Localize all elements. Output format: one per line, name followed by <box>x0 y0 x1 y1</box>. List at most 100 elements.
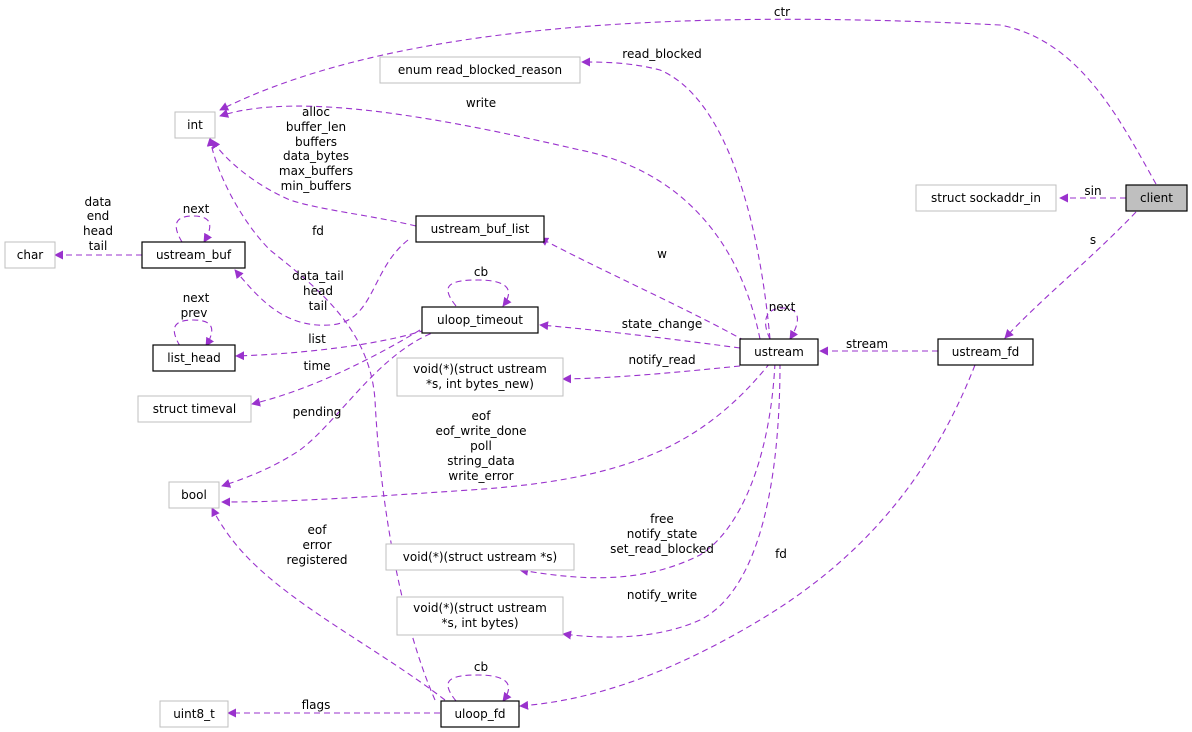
edge-label-write: write <box>466 96 496 110</box>
edge-client-ustreamfd-s <box>1004 211 1137 339</box>
edge-label-fd-eof: eof <box>308 523 328 537</box>
edge-label-data-tail: data_tail <box>292 269 344 283</box>
edge-ustream-timeout <box>539 321 741 349</box>
edge-label-w: w <box>657 247 667 261</box>
node-char-label: char <box>17 248 44 262</box>
edge-ustream-self-next <box>765 307 799 340</box>
node-notify-write-fn-line2: *s, int bytes) <box>441 616 518 630</box>
edge-label-cb-fd: cb <box>474 660 488 674</box>
edge-label-data: data <box>84 195 111 209</box>
node-ustream-fd-label: ustream_fd <box>952 345 1020 359</box>
node-uint8-t[interactable]: uint8_t <box>159 700 229 728</box>
node-client-label: client <box>1140 191 1173 205</box>
node-ustream-buf-list[interactable]: ustream_buf_list <box>415 215 545 243</box>
node-ustream-buf-label: ustream_buf <box>156 248 232 262</box>
node-notify-read-fn-line2: *s, int bytes_new) <box>426 377 534 391</box>
edge-label-fd-fd: fd <box>775 547 787 561</box>
edge-list-self <box>173 319 215 347</box>
edge-label-list-next: next <box>183 291 210 305</box>
edge-ustream-readblocked <box>581 57 771 340</box>
edge-labels: ctr sin s stream read_blocked write allo… <box>83 5 1102 712</box>
node-bool-label: bool <box>181 488 207 502</box>
edge-label-cb-timeout: cb <box>474 265 488 279</box>
edge-label-set-read-blocked: set_read_blocked <box>610 542 714 556</box>
node-sockaddr-in[interactable]: struct sockaddr_in <box>915 184 1057 212</box>
node-ustream-label: ustream <box>754 345 804 359</box>
node-uloop-fd[interactable]: uloop_fd <box>440 700 520 728</box>
node-int[interactable]: int <box>174 111 216 139</box>
node-ustream-fd[interactable]: ustream_fd <box>937 338 1034 366</box>
edge-label-pending: pending <box>293 405 342 419</box>
node-notify-write-fn-line1: void(*)(struct ustream <box>413 601 547 615</box>
edge-ustreamfd-ufd-fd <box>519 364 976 710</box>
node-ustream-buf[interactable]: ustream_buf <box>141 241 246 269</box>
node-char[interactable]: char <box>4 241 56 269</box>
node-struct-timeval-label: struct timeval <box>153 402 237 416</box>
edge-label-fd-error: error <box>302 538 331 552</box>
node-void-fn[interactable]: void(*)(struct ustream *s) <box>385 543 575 571</box>
edge-label-notify-read: notify_read <box>628 353 695 367</box>
edge-label-list: list <box>308 332 326 346</box>
node-notify-write-fn[interactable]: void(*)(struct ustream *s, int bytes) <box>396 596 564 636</box>
edge-ustream-voidfn <box>519 362 776 579</box>
edge-label-string-data: string_data <box>447 454 514 468</box>
edge-ustream-notifywrite <box>562 362 781 640</box>
edge-label-end: end <box>87 209 110 223</box>
edge-label-alloc: alloc <box>302 105 330 119</box>
edge-label-data-bytes: data_bytes <box>283 149 349 163</box>
node-bool[interactable]: bool <box>168 481 220 509</box>
node-ustream-buf-list-label: ustream_buf_list <box>431 222 530 236</box>
node-read-blocked-reason-label: enum read_blocked_reason <box>398 63 562 77</box>
edge-ustream-buflist-w <box>539 237 746 342</box>
edge-ufd-bool <box>211 507 446 701</box>
edge-label-buf-next: next <box>183 202 210 216</box>
edge-client-int-ctr <box>219 18 1157 185</box>
edge-timeout-self-cb <box>447 279 512 307</box>
edge-label-write-error: write_error <box>448 469 513 483</box>
edge-ustream-notifyread <box>562 365 741 384</box>
edge-label-time: time <box>303 359 330 373</box>
edge-label-flags: flags <box>302 698 331 712</box>
edge-label-min-buffers: min_buffers <box>281 179 352 193</box>
edge-label-state-change: state_change <box>622 317 703 331</box>
edge-label-buffer-len: buffer_len <box>286 120 346 134</box>
edge-buf-self-next <box>175 215 213 243</box>
node-uloop-timeout-label: uloop_timeout <box>437 313 523 327</box>
edge-timeout-timeval <box>251 329 421 407</box>
edge-label-tail: tail <box>89 239 108 253</box>
edge-label-free: free <box>650 512 674 526</box>
edge-label-buf-head: head <box>303 284 333 298</box>
node-uloop-timeout[interactable]: uloop_timeout <box>421 306 539 334</box>
edge-label-poll: poll <box>470 439 492 453</box>
node-sockaddr-in-label: struct sockaddr_in <box>931 191 1041 205</box>
edge-buflist-int <box>211 139 417 227</box>
edge-label-read-blocked: read_blocked <box>622 47 701 61</box>
edge-label-head: head <box>83 224 113 238</box>
edge-label-buffers: buffers <box>295 135 337 149</box>
node-struct-timeval[interactable]: struct timeval <box>137 395 252 423</box>
edge-buflist-buf <box>234 239 409 326</box>
edge-label-s: s <box>1090 233 1096 247</box>
node-uint8-t-label: uint8_t <box>173 707 215 721</box>
edge-timeout-bool-pending <box>221 329 441 488</box>
edge-label-fd-int: fd <box>312 224 324 238</box>
edge-ufd-int-fd <box>206 137 436 701</box>
node-read-blocked-reason[interactable]: enum read_blocked_reason <box>379 56 581 84</box>
node-uloop-fd-label: uloop_fd <box>454 707 505 721</box>
node-notify-read-fn[interactable]: void(*)(struct ustream *s, int bytes_new… <box>396 357 564 397</box>
edge-ufd-self-cb <box>447 674 512 702</box>
node-void-fn-label: void(*)(struct ustream *s) <box>403 550 557 564</box>
edge-label-list-prev: prev <box>181 306 208 320</box>
node-list-head[interactable]: list_head <box>152 344 236 372</box>
node-ustream[interactable]: ustream <box>739 338 819 366</box>
edge-ustream-bool <box>221 362 771 507</box>
node-notify-read-fn-line1: void(*)(struct ustream <box>413 362 547 376</box>
edge-label-max-buffers: max_buffers <box>279 164 353 178</box>
node-client[interactable]: client <box>1125 184 1188 212</box>
edge-label-fd-registered: registered <box>286 553 347 567</box>
edge-ustream-int-write <box>219 105 761 340</box>
edge-label-eof: eof <box>472 409 492 423</box>
edge-timeout-listhead <box>235 329 426 361</box>
edge-label-buf-tail: tail <box>309 299 328 313</box>
